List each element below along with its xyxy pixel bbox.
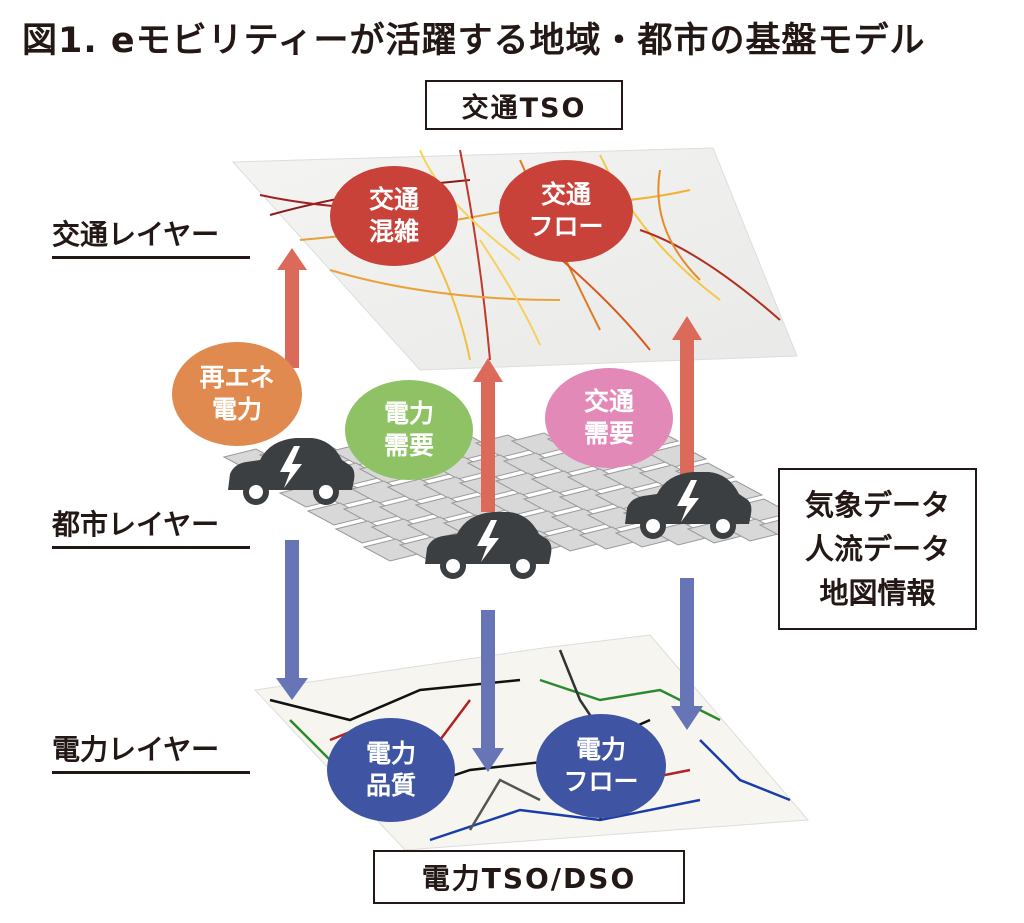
- up-arrows: [277, 248, 702, 512]
- electric-car-icon: [425, 512, 552, 579]
- city-layer-label: 都市レイヤー: [52, 503, 250, 549]
- renewable-power-circle: 再エネ電力: [172, 342, 302, 446]
- people-flow-data-label: 人流データ: [804, 532, 950, 566]
- figure-title: 図1. eモビリティーが活躍する地域・都市の基盤モデル: [22, 21, 926, 61]
- map-info-label: 地図情報: [819, 576, 936, 610]
- traffic-demand-circle: 交通需要: [545, 368, 673, 468]
- weather-data-label: 気象データ: [804, 488, 950, 522]
- traffic-layer-label: 交通レイヤー: [52, 213, 250, 259]
- down-arrows: [276, 540, 703, 772]
- data-sources-box: 気象データ 人流データ 地図情報: [778, 468, 977, 630]
- power-tso-dso-box: 電力TSO/DSO: [373, 850, 685, 904]
- power-layer-label: 電力レイヤー: [52, 728, 250, 774]
- traffic-congestion-circle: 交通混雑: [330, 166, 458, 266]
- power-flow-circle: 電力フロー: [536, 714, 666, 818]
- traffic-tso-box: 交通TSO: [425, 80, 623, 130]
- electric-car-icon: [625, 472, 752, 539]
- traffic-flow-circle: 交通フロー: [499, 160, 633, 262]
- electric-car-icon: [228, 438, 355, 505]
- power-quality-circle: 電力品質: [327, 718, 455, 822]
- power-demand-circle: 電力需要: [345, 380, 473, 480]
